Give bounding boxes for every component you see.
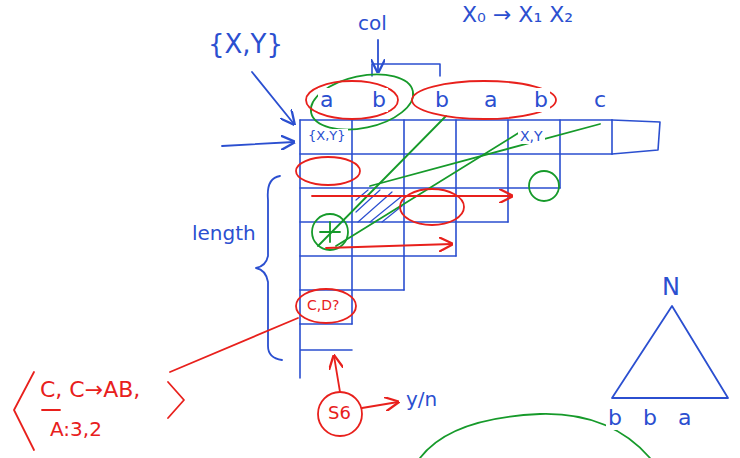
red-marks: [14, 81, 556, 450]
green-marks: [306, 66, 650, 458]
set-label: {X,Y}: [206, 30, 285, 59]
pointer-arrows: [222, 40, 378, 360]
tuple-text: C, C→AB,: [38, 378, 142, 402]
table-grid: [300, 64, 660, 378]
cell-text: {X,Y}: [306, 129, 348, 143]
cell-text: X,Y: [518, 129, 545, 144]
production-rule: X₀ → X₁ X₂: [460, 3, 575, 27]
input-symbol: a: [482, 88, 499, 112]
answer-label: y/n: [404, 388, 439, 410]
input-symbol: b: [433, 88, 451, 112]
tuple-text: A:3,2: [48, 418, 104, 440]
start-symbol: S6: [326, 403, 353, 423]
input-symbol: b: [532, 88, 550, 112]
tree-leaves: b b a: [606, 406, 693, 430]
input-symbol: b: [370, 88, 388, 112]
tree-root: N: [660, 274, 682, 300]
input-symbol: c: [592, 88, 608, 112]
parse-tree-triangle: [612, 306, 728, 398]
axis-label: length: [190, 222, 258, 244]
hatch: [356, 190, 402, 222]
col-label: col: [356, 12, 389, 34]
input-symbol: a: [318, 88, 335, 112]
cell-text: C,D?: [305, 298, 341, 313]
